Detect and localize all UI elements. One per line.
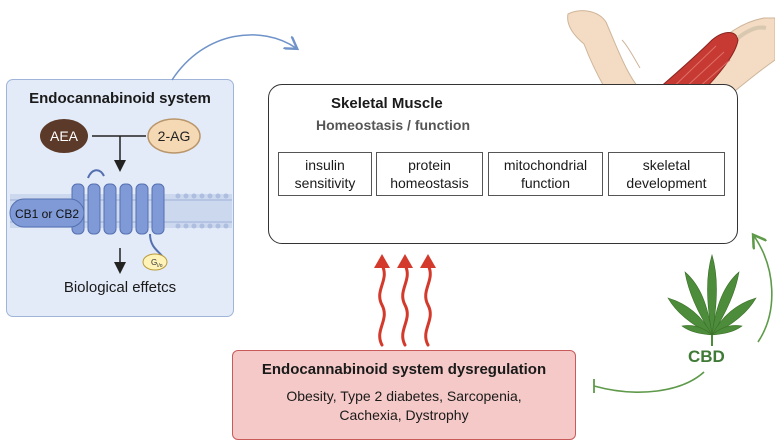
aea-label: AEA bbox=[49, 128, 78, 144]
ecs-title: Endocannabinoid system bbox=[29, 90, 211, 107]
heat-arrow-2 bbox=[401, 263, 409, 347]
receptor-label: CB1 or CB2 bbox=[15, 207, 79, 221]
function-skeletal-development: skeletal development bbox=[608, 152, 725, 196]
dysregulation-title: Endocannabinoid system dysregulation bbox=[261, 361, 547, 378]
biological-effects-label: Biological effetcs bbox=[63, 279, 177, 296]
gpcr-receptor bbox=[71, 169, 165, 257]
cbd-inhibition-arc bbox=[593, 371, 705, 393]
cbd-to-muscle-arrow bbox=[754, 236, 773, 343]
function-insulin-sensitivity: insulin sensitivity bbox=[278, 152, 372, 196]
two-ag-label: 2-AG bbox=[157, 128, 191, 144]
g-protein-label: G bbox=[151, 258, 157, 267]
g-protein-sub: i/o bbox=[157, 263, 163, 269]
g-protein bbox=[142, 253, 168, 271]
heat-arrow-1 bbox=[378, 263, 386, 347]
receptor-label-capsule bbox=[9, 198, 85, 228]
muscle-subtitle: Homeostasis / function bbox=[316, 117, 471, 133]
dysregulation-conditions: Obesity, Type 2 diabetes, Sarcopenia, Ca… bbox=[286, 388, 522, 423]
dysregulation-box bbox=[232, 350, 576, 440]
two-ag-ligand bbox=[147, 118, 201, 154]
cannabis-leaf-icon bbox=[667, 253, 757, 346]
heat-arrows bbox=[378, 263, 432, 347]
function-protein-homeostasis: protein homeostasis bbox=[376, 152, 483, 196]
function-mitochondrial-function: mitochondrial function bbox=[488, 152, 603, 196]
heat-arrow-3 bbox=[424, 263, 432, 347]
svg-text:Gi/o: Gi/o bbox=[151, 258, 163, 269]
cbd-label: CBD bbox=[688, 347, 725, 366]
muscle-title: Skeletal Muscle bbox=[331, 95, 443, 112]
ecs-to-muscle-arrow bbox=[171, 34, 296, 81]
aea-ligand bbox=[40, 119, 88, 153]
